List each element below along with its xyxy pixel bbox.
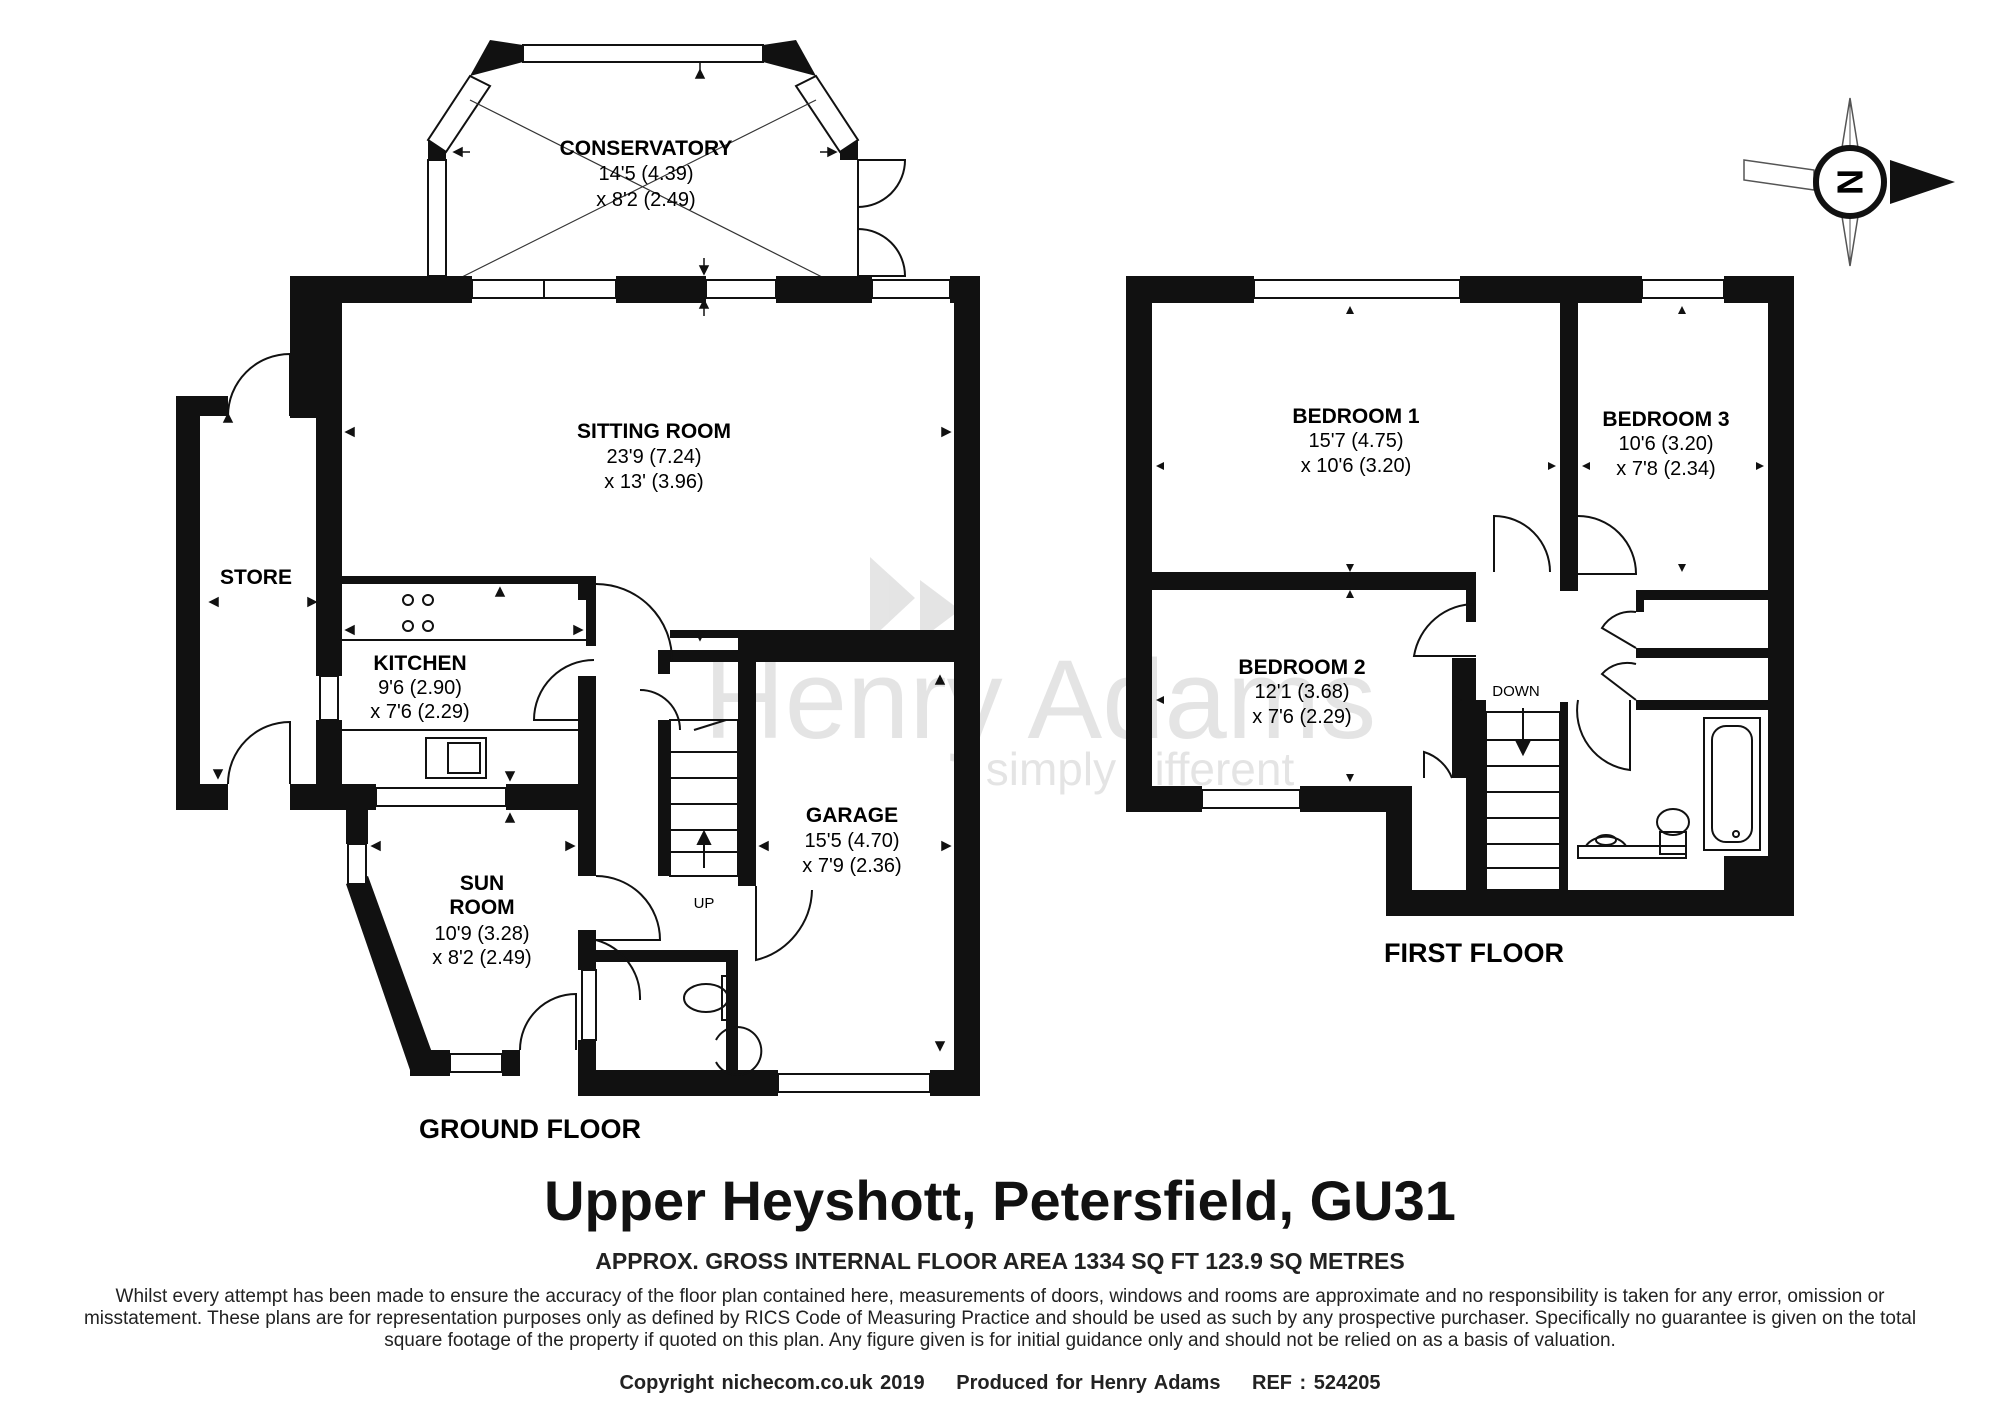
property-title: Upper Heyshott, Petersfield, GU31	[544, 1169, 1456, 1232]
kitchen-dim2: x 7'6 (2.29)	[370, 701, 469, 723]
conservatory-name: CONSERVATORY	[560, 137, 733, 160]
sun-room-windows	[347, 787, 507, 1073]
sun-room-dim2: x 8'2 (2.49)	[432, 947, 531, 969]
first-dimension-arrows	[1156, 306, 1764, 782]
first-outer-walls	[1126, 276, 1794, 916]
kitchen-name: KITCHEN	[373, 652, 466, 675]
store-doors	[227, 352, 291, 785]
wc-window	[581, 969, 597, 1041]
floor-area-subtitle: APPROX. GROSS INTERNAL FLOOR AREA 1334 S…	[595, 1248, 1405, 1274]
disclaimer-text: Whilst every attempt has been made to en…	[83, 1286, 1917, 1351]
sitting-room-windows	[471, 279, 951, 299]
wc-fittings	[683, 975, 763, 1076]
compass-rose: N	[1743, 97, 1955, 267]
bedroom3-name: BEDROOM 3	[1602, 408, 1729, 431]
store-name: STORE	[220, 566, 292, 589]
first-floor-windows	[1201, 279, 1725, 809]
ground-floor-plan: CONSERVATORY 14'5 (4.39) x 8'2 (2.49) SI…	[176, 40, 980, 1144]
conservatory-dim1: 14'5 (4.39)	[599, 163, 694, 185]
garage-dim1: 15'5 (4.70)	[805, 830, 900, 852]
first-stairs-label: DOWN	[1492, 683, 1540, 700]
footer-copyright: Copyright nichecom.co.uk 2019	[619, 1372, 925, 1394]
compass-north-letter: N	[1830, 169, 1871, 195]
sitting-room-name: SITTING ROOM	[577, 420, 731, 443]
bedroom2-name: BEDROOM 2	[1238, 656, 1365, 679]
ground-doors	[519, 583, 813, 1051]
ground-stairs	[669, 719, 739, 877]
bedroom1-name: BEDROOM 1	[1292, 405, 1420, 428]
garage-door	[777, 1073, 931, 1093]
kitchen-dim1: 9'6 (2.90)	[378, 677, 462, 699]
first-floor-doors	[1412, 514, 1638, 779]
sitting-room-dim2: x 13' (3.96)	[604, 471, 703, 493]
first-floor-label: FIRST FLOOR	[1384, 938, 1564, 968]
garage-name: GARAGE	[806, 804, 898, 827]
store-walls	[176, 396, 228, 810]
bedroom1-dim2: x 10'6 (3.20)	[1301, 455, 1412, 477]
garage-dim2: x 7'9 (2.36)	[802, 855, 901, 877]
ground-floor-label: GROUND FLOOR	[419, 1114, 641, 1144]
conservatory-dim2: x 8'2 (2.49)	[596, 189, 695, 211]
conservatory-walls	[426, 40, 907, 281]
first-stairs	[1485, 708, 1561, 891]
sun-room-dim1: 10'9 (3.28)	[435, 923, 530, 945]
kitchen-fittings	[342, 594, 586, 779]
bedroom2-dim2: x 7'6 (2.29)	[1252, 706, 1351, 728]
bedroom3-dim1: 10'6 (3.20)	[1619, 433, 1714, 455]
footer: Copyright nichecom.co.uk 2019 Produced f…	[0, 1372, 2000, 1395]
bedroom2-dim1: 12'1 (3.68)	[1255, 681, 1350, 703]
footer-produced: Produced for Henry Adams	[956, 1372, 1221, 1394]
bedroom3-dim2: x 7'8 (2.34)	[1616, 458, 1715, 480]
ground-stairs-label: UP	[694, 895, 715, 912]
kitchen-window	[319, 675, 339, 721]
bedroom1-dim1: 15'7 (4.75)	[1309, 430, 1404, 452]
bathroom-fittings	[1577, 717, 1761, 859]
sun-room-name-line2: ROOM	[449, 896, 514, 919]
ground-dimension-arrows	[208, 62, 952, 1052]
sitting-room-dim1: 23'9 (7.24)	[607, 446, 702, 468]
footer-ref: REF : 524205	[1252, 1372, 1381, 1394]
first-floor-plan: BEDROOM 1 15'7 (4.75) x 10'6 (3.20) BEDR…	[1126, 276, 1794, 968]
sun-room-name-line1: SUN	[460, 872, 504, 895]
